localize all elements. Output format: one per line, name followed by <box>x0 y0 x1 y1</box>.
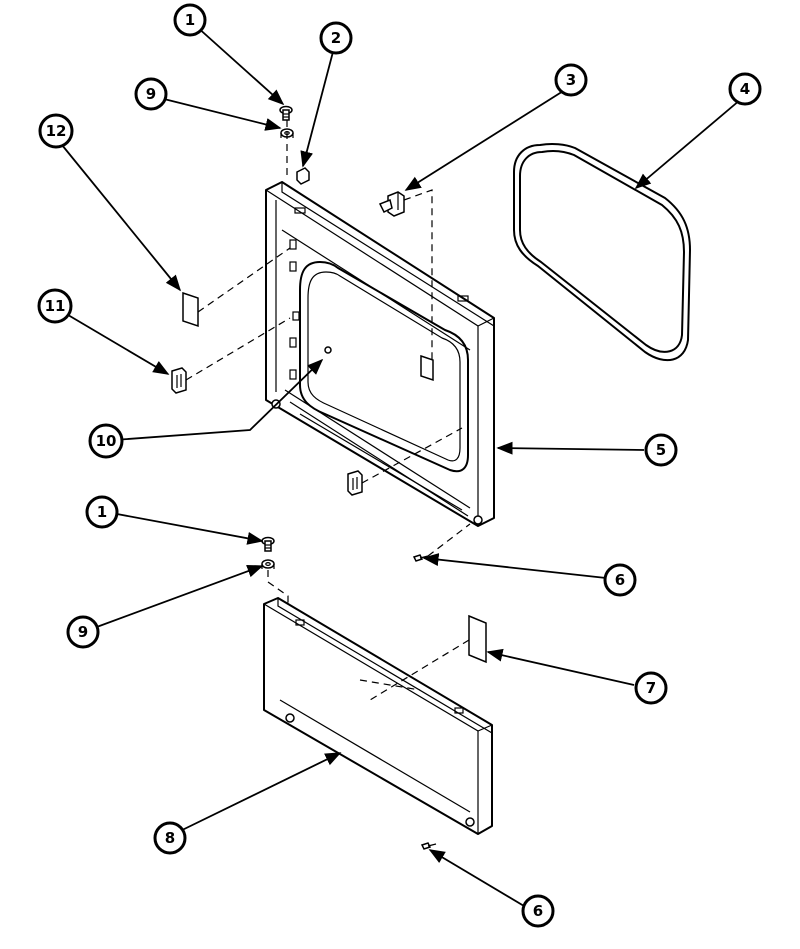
callout-7: 7 <box>634 671 668 705</box>
svg-text:9: 9 <box>78 623 88 641</box>
callout-10: 10 <box>88 423 124 459</box>
latch-clip-lower <box>347 470 363 496</box>
svg-text:4: 4 <box>740 80 750 98</box>
latch-clip-part-11 <box>171 367 187 394</box>
hinge-bracket <box>378 191 405 217</box>
door-seal <box>513 143 691 362</box>
screw-top <box>279 105 293 121</box>
callout-8: 8 <box>153 821 187 855</box>
callout-12: 12 <box>38 113 74 149</box>
toe-panel <box>263 597 493 835</box>
clip-part-2 <box>296 167 310 185</box>
callout-9-top: 9 <box>134 77 168 111</box>
leader-arrows <box>61 25 741 907</box>
callout-1-bottom: 1 <box>85 495 119 529</box>
callout-5: 5 <box>644 433 678 467</box>
svg-text:7: 7 <box>646 679 656 697</box>
callout-6-upper: 6 <box>603 563 637 597</box>
assembly-dashed-lines <box>185 120 471 701</box>
front-panel-frame <box>265 181 495 527</box>
screw-part-6-lower <box>420 842 437 850</box>
svg-text:11: 11 <box>45 297 66 315</box>
svg-text:6: 6 <box>533 902 543 920</box>
label-part-12 <box>182 291 199 328</box>
callout-1-top: 1 <box>173 3 207 37</box>
washer-bottom <box>261 559 275 569</box>
svg-text:1: 1 <box>185 11 195 29</box>
svg-text:5: 5 <box>656 441 666 459</box>
callout-9-bottom: 9 <box>66 615 100 649</box>
label-part-7 <box>468 614 487 664</box>
svg-text:10: 10 <box>96 432 117 450</box>
callout-6-lower: 6 <box>521 894 555 928</box>
svg-text:3: 3 <box>566 71 576 89</box>
svg-text:2: 2 <box>331 29 341 47</box>
callout-2: 2 <box>319 21 353 55</box>
svg-text:8: 8 <box>165 829 175 847</box>
svg-text:6: 6 <box>615 571 625 589</box>
frame-label <box>420 354 434 382</box>
svg-text:12: 12 <box>46 122 67 140</box>
callout-4: 4 <box>728 72 762 106</box>
svg-text:1: 1 <box>97 503 107 521</box>
screw-bottom <box>261 536 275 552</box>
callout-3: 3 <box>554 63 588 97</box>
callout-11: 11 <box>37 288 73 324</box>
svg-text:9: 9 <box>146 85 156 103</box>
